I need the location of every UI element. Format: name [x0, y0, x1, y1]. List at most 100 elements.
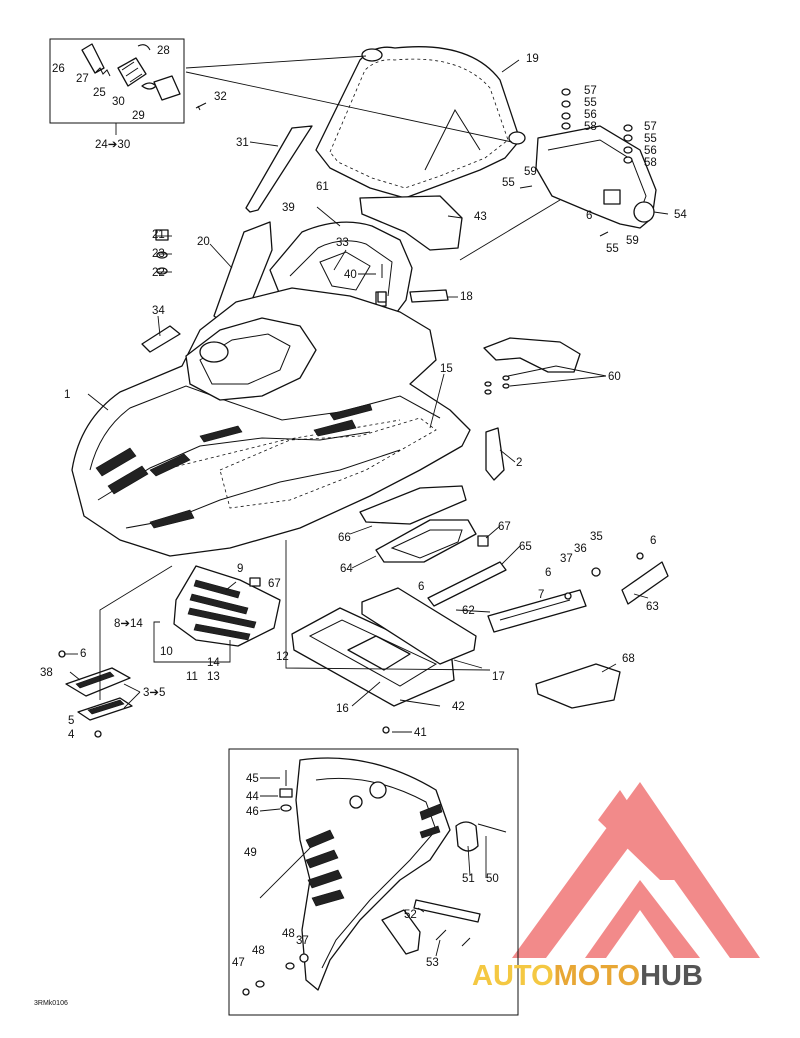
callout-8to14: 8➔14 — [114, 618, 143, 630]
part-15-floor-region — [219, 417, 437, 509]
part-66-cover — [359, 485, 467, 525]
callout-14: 14 — [207, 657, 220, 669]
callout-49: 49 — [244, 847, 257, 859]
callout-41: 41 — [414, 727, 427, 739]
callout-64: 64 — [340, 563, 353, 575]
callout-1: 1 — [64, 389, 70, 401]
callout-67: 67 — [498, 521, 511, 533]
inset-box-lower-assembly — [228, 748, 519, 1016]
callout-36: 36 — [574, 543, 587, 555]
callout-4: 4 — [68, 729, 75, 741]
callout-55: 55 — [502, 177, 515, 189]
callout-66: 66 — [338, 532, 351, 544]
callout-44: 44 — [246, 791, 259, 803]
callout-18: 18 — [460, 291, 473, 303]
callout-47: 47 — [232, 957, 245, 969]
callout-5: 5 — [68, 715, 74, 727]
callout-6: 6 — [586, 210, 592, 222]
part-2-bracket — [485, 427, 505, 481]
callout-59: 59 — [626, 235, 639, 247]
inset-box-frame — [49, 38, 185, 124]
callout-40: 40 — [344, 269, 357, 281]
fasteners — [58, 88, 644, 738]
watermark-text-auto: AUTO — [472, 960, 554, 992]
part-48-washer-a — [255, 980, 265, 988]
drawing-code: 3RMk0106 — [34, 1000, 68, 1007]
callout-7: 7 — [538, 589, 544, 601]
part-30-ring — [141, 82, 157, 90]
callout-48: 48 — [252, 945, 265, 957]
callout-67: 67 — [268, 578, 281, 590]
callout-63: 63 — [646, 601, 659, 613]
callout-45: 45 — [246, 773, 259, 785]
part-1-body — [71, 287, 471, 557]
part-47-screw — [242, 988, 250, 996]
part-29-body — [153, 75, 181, 101]
callout-51: 51 — [462, 873, 475, 885]
part-50-bolt — [477, 823, 507, 833]
callout-9: 9 — [237, 563, 243, 575]
part-27-spring — [95, 67, 111, 77]
callout-17: 17 — [492, 671, 505, 683]
watermark-text-moto: MOTO — [554, 960, 640, 992]
callout-29: 29 — [132, 110, 145, 122]
callout-55: 55 — [584, 97, 597, 109]
callout-59: 59 — [524, 166, 537, 178]
callout-39: 39 — [282, 202, 295, 214]
watermark-text-hub: HUB — [640, 960, 703, 992]
callout-10: 10 — [160, 646, 173, 658]
callout-50: 50 — [486, 873, 499, 885]
part-16-storage-tray — [291, 607, 455, 707]
callout-6: 6 — [650, 535, 656, 547]
callout-57: 57 — [584, 85, 597, 97]
callout-32: 32 — [214, 91, 227, 103]
part-54-rear-bumper — [535, 125, 657, 229]
part-63-plate — [621, 561, 669, 605]
callout-35: 35 — [590, 531, 603, 543]
callout-54: 54 — [674, 209, 687, 221]
part-19-windshield — [315, 46, 526, 199]
part-38-plate — [65, 667, 133, 721]
callout-60: 60 — [608, 371, 621, 383]
callout-15: 15 — [440, 363, 453, 375]
part-17-panel — [361, 587, 477, 665]
part-26-key — [81, 43, 105, 74]
callout-22: 22 — [152, 267, 165, 279]
callout-68: 68 — [622, 653, 635, 665]
callout-43: 43 — [474, 211, 487, 223]
part-46-washer — [280, 804, 292, 812]
watermark-text: AUTOMOTOHUB — [472, 960, 703, 992]
callout-38: 38 — [40, 667, 53, 679]
callout-37: 37 — [296, 935, 309, 947]
callout-37: 37 — [560, 553, 573, 565]
part-53-screws — [435, 929, 471, 947]
callout-62: 62 — [462, 605, 475, 617]
callout-23: 23 — [152, 248, 165, 260]
callout-58: 58 — [584, 121, 597, 133]
callout-48: 48 — [282, 928, 295, 940]
callout-19: 19 — [526, 53, 539, 65]
callout-6: 6 — [80, 648, 86, 660]
callout-11: 11 — [186, 671, 198, 683]
part-25-knob-ribs — [121, 61, 143, 83]
callout-31: 31 — [236, 137, 249, 149]
part-18-strip — [409, 289, 449, 303]
part-48-washer-b — [285, 962, 295, 970]
leader-lines — [64, 55, 669, 957]
part-31-trim-strip — [245, 125, 313, 213]
callout-33: 33 — [336, 237, 349, 249]
callout-56: 56 — [584, 109, 597, 121]
callout-21: 21 — [152, 229, 165, 241]
callout-labels: 123➔5456666678➔1491011121314151617181920… — [40, 45, 687, 969]
callout-6: 6 — [545, 567, 551, 579]
part-62-rail — [487, 589, 587, 633]
part-32-screw — [195, 102, 207, 111]
part-43-pad — [359, 195, 463, 251]
callout-30: 30 — [112, 96, 125, 108]
callout-58: 58 — [644, 157, 657, 169]
part-37-grommet — [299, 953, 309, 963]
callout-55: 55 — [606, 243, 619, 255]
callout-55: 55 — [644, 133, 657, 145]
callout-56: 56 — [644, 145, 657, 157]
